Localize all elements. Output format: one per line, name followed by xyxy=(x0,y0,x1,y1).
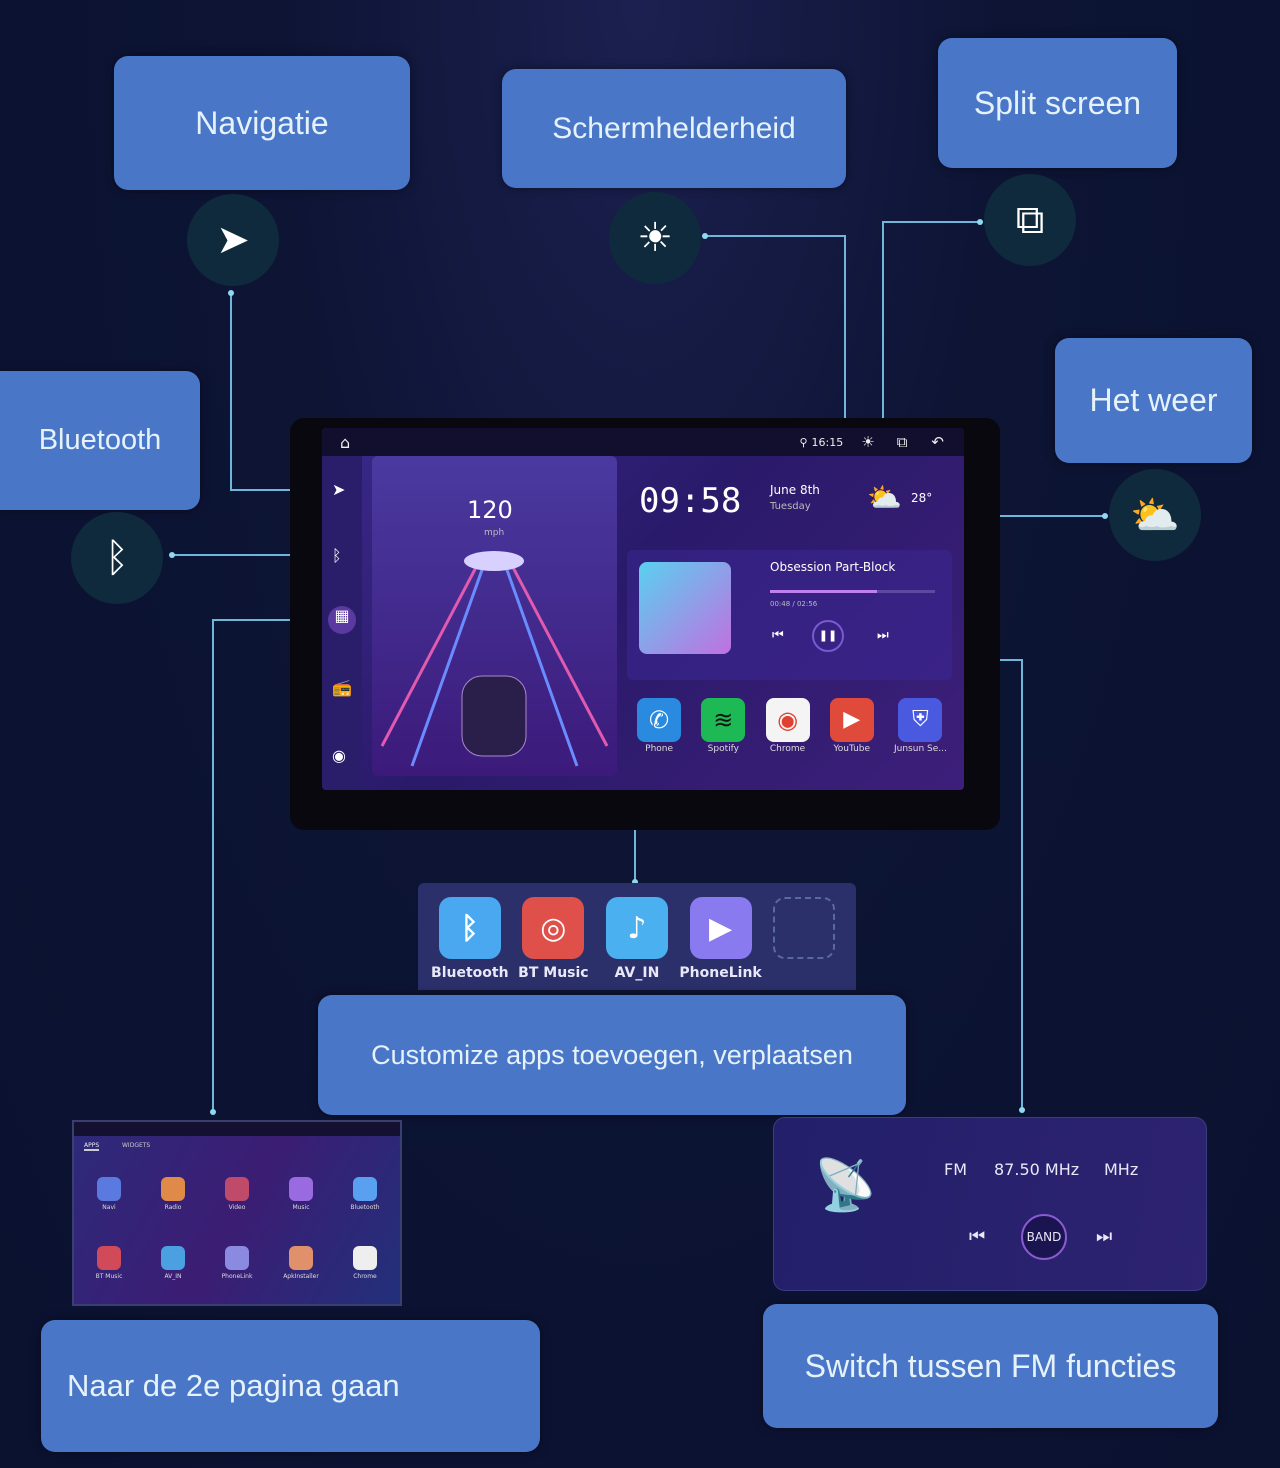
app-junsun[interactable]: ⛨Junsun Se... xyxy=(894,698,947,768)
speed-unit: mph xyxy=(484,528,505,538)
split-screen-icon: ⧉ xyxy=(984,174,1076,266)
clock: 09:58 xyxy=(639,481,742,521)
album-art xyxy=(639,562,731,654)
navigation-button[interactable]: ➤ xyxy=(332,480,346,499)
brightness-label: Schermhelderheid xyxy=(502,69,846,188)
fm-switch-label: Switch tussen FM functies xyxy=(763,1304,1218,1428)
previous-station-button[interactable]: ⏮ xyxy=(969,1226,986,1247)
dock-empty-slot[interactable] xyxy=(762,897,846,990)
second-page-label: Naar de 2e pagina gaan xyxy=(41,1320,540,1452)
app-item[interactable]: ApkInstaller xyxy=(268,1246,334,1280)
side-dock: ➤ ᛒ ▦ 📻 ◉ xyxy=(322,456,362,790)
dock-app-bt-music[interactable]: ◎BT Music xyxy=(512,897,596,990)
app-item[interactable]: Radio xyxy=(140,1177,206,1211)
date: June 8th xyxy=(770,483,820,497)
temperature: 28° xyxy=(911,491,933,505)
clock-weather-widget[interactable]: 09:58 June 8th Tuesday ⛅ 28° xyxy=(627,463,952,548)
weather-cloud-sun-icon: ⛅ xyxy=(1109,469,1201,561)
fm-frequency: 87.50 MHz xyxy=(994,1160,1080,1179)
settings-button[interactable]: ◉ xyxy=(332,746,346,765)
app-phone[interactable]: ✆Phone xyxy=(637,698,682,768)
weekday: Tuesday xyxy=(770,501,811,512)
split-screen-button[interactable]: ⧉ xyxy=(896,433,908,451)
brightness-button[interactable]: ☀ xyxy=(861,433,875,451)
next-station-button[interactable]: ⏭ xyxy=(1096,1226,1113,1247)
song-time: 00:48 / 02:56 xyxy=(770,600,818,608)
previous-track-button[interactable]: ⏮ xyxy=(772,628,784,643)
bluetooth-icon: ᛒ xyxy=(71,512,163,604)
speed-widget[interactable]: 120 mph xyxy=(372,456,617,776)
app-spotify[interactable]: ≋Spotify xyxy=(701,698,746,768)
apps-button[interactable]: ▦ xyxy=(328,606,356,634)
fm-radio-widget[interactable]: 📡 FM 87.50 MHz MHz ⏮ BAND ⏭ xyxy=(773,1117,1207,1291)
band-button[interactable]: BAND xyxy=(1021,1214,1067,1260)
app-item[interactable]: PhoneLink xyxy=(204,1246,270,1280)
location-icon: ⚲ xyxy=(799,435,808,449)
song-progress-bar[interactable] xyxy=(770,590,935,593)
app-item[interactable]: AV_IN xyxy=(140,1246,206,1280)
tab-widgets[interactable]: WIDGETS xyxy=(122,1142,151,1149)
app-chrome[interactable]: ◉Chrome xyxy=(765,698,810,768)
back-button[interactable]: ↶ xyxy=(931,433,944,451)
split-screen-label: Split screen xyxy=(938,38,1177,168)
weather-icon: ⛅ xyxy=(867,481,902,514)
dock-app-phonelink[interactable]: ▶PhoneLink xyxy=(679,897,763,990)
navigation-label: Navigatie xyxy=(114,56,410,190)
fm-unit: MHz xyxy=(1104,1160,1139,1179)
app-item[interactable]: Chrome xyxy=(332,1246,398,1280)
road-light-graphic xyxy=(380,551,609,767)
pause-button[interactable]: ❚❚ xyxy=(812,620,844,652)
status-bar: ⌂ ⚲ 16:15 ☀ ⧉ ↶ xyxy=(322,428,964,456)
home-icon[interactable]: ⌂ xyxy=(340,432,351,452)
customize-label: Customize apps toevoegen, verplaatsen xyxy=(318,995,906,1115)
radio-tower-icon: 📡 xyxy=(814,1156,877,1214)
app-item[interactable]: Bluetooth xyxy=(332,1177,398,1211)
weather-label: Het weer xyxy=(1055,338,1252,463)
tab-apps[interactable]: APPS xyxy=(84,1142,100,1151)
bluetooth-label: Bluetooth xyxy=(0,371,200,510)
dock-app-av-in[interactable]: ♪AV_IN xyxy=(595,897,679,990)
app-shortcuts: ✆Phone ≋Spotify ◉Chrome ▶YouTube ⛨Junsun… xyxy=(627,698,957,768)
app-item[interactable]: Video xyxy=(204,1177,270,1211)
next-track-button[interactable]: ⏭ xyxy=(877,628,889,643)
bluetooth-button[interactable]: ᛒ xyxy=(332,546,342,565)
second-page-screen: APPS WIDGETS Navi Radio Video Music Blue… xyxy=(72,1120,402,1306)
app-youtube[interactable]: ▶YouTube xyxy=(829,698,874,768)
car-icon xyxy=(461,675,527,757)
song-title: Obsession Part-Block xyxy=(770,560,896,574)
app-item[interactable]: BT Music xyxy=(76,1246,142,1280)
music-widget[interactable]: Obsession Part-Block 00:48 / 02:56 ⏮ ❚❚ … xyxy=(627,550,952,680)
fm-band: FM xyxy=(944,1160,968,1179)
brightness-icon: ☀ xyxy=(609,192,701,284)
app-item[interactable]: Music xyxy=(268,1177,334,1211)
radio-button[interactable]: 📻 xyxy=(332,678,352,697)
status-bar xyxy=(74,1122,400,1136)
status-time: 16:15 xyxy=(811,435,844,449)
navigation-icon: ➤ xyxy=(187,194,279,286)
app-item[interactable]: Navi xyxy=(76,1177,142,1211)
speed-value: 120 xyxy=(467,496,513,524)
home-screen: ⌂ ⚲ 16:15 ☀ ⧉ ↶ ➤ ᛒ ▦ 📻 ◉ 120 mph 09:58 … xyxy=(322,428,964,790)
